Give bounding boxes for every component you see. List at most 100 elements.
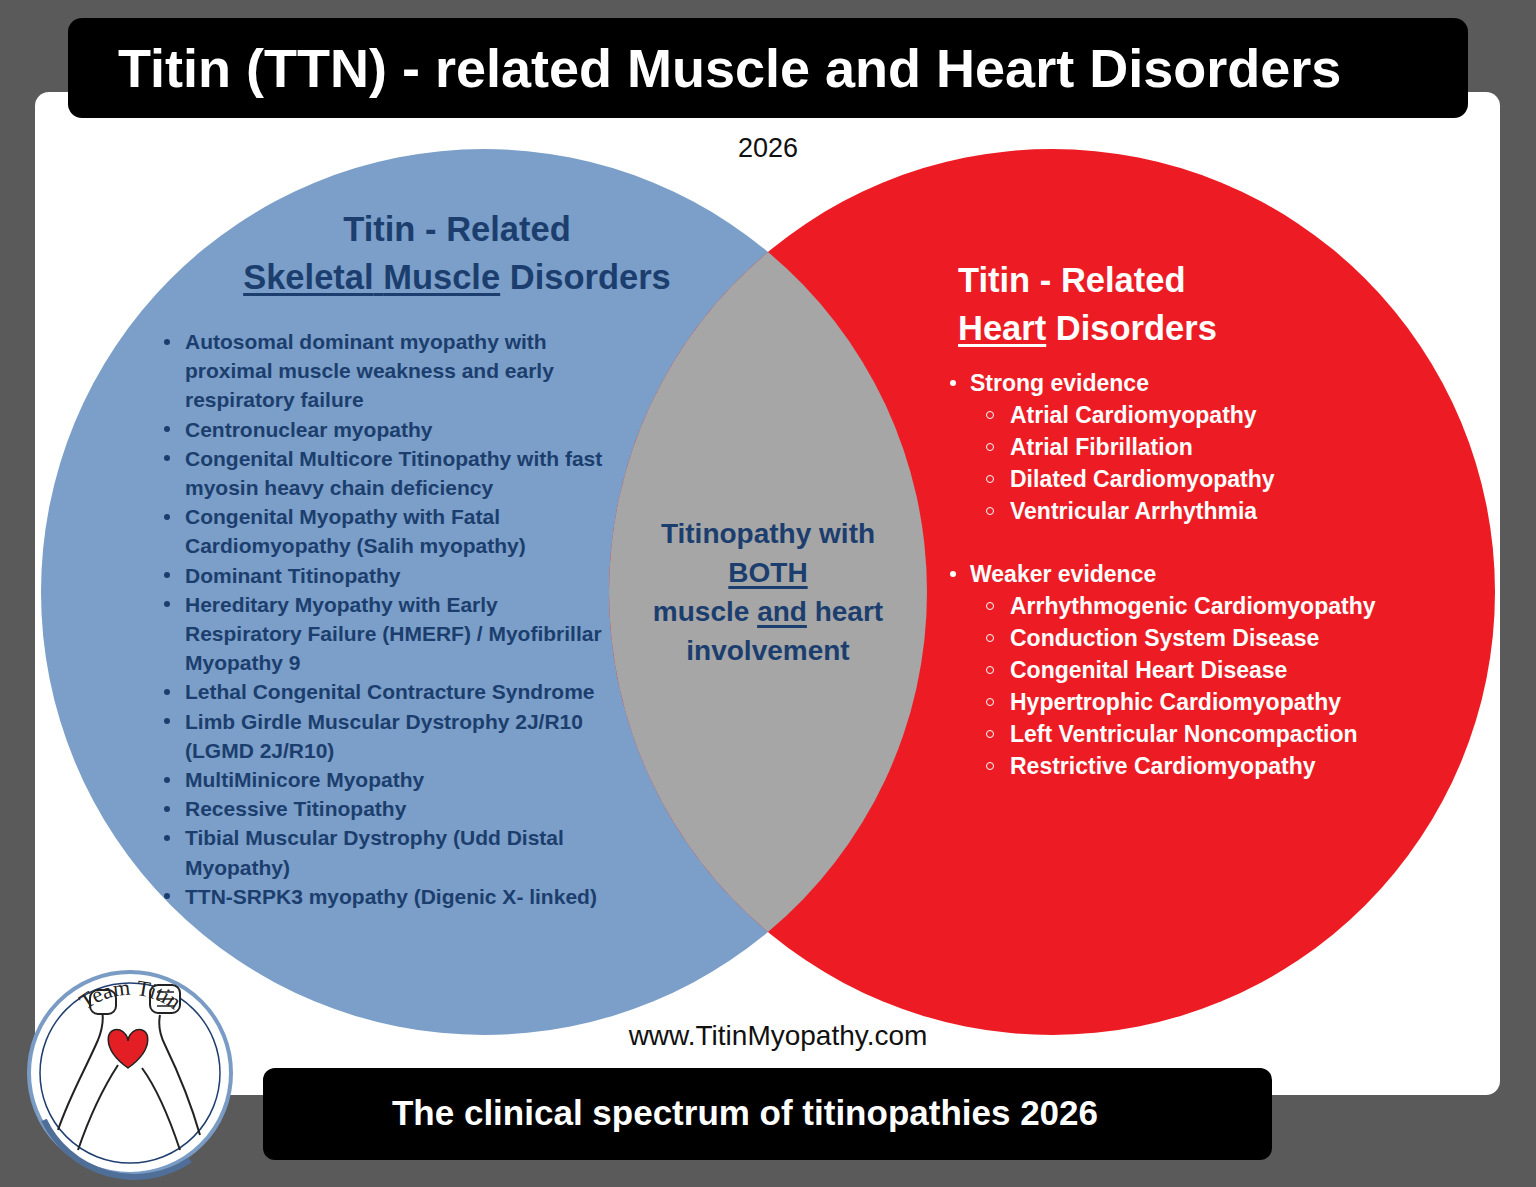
title-text: Titin (TTN) - related Muscle and Heart D… bbox=[118, 38, 1341, 98]
list-item: Strong evidence bbox=[970, 367, 1458, 399]
bullet-dot bbox=[950, 571, 956, 577]
list-item: Ventricular Arrhythmia bbox=[1010, 495, 1458, 527]
website-label: www.TitinMyopathy.com bbox=[528, 1020, 1028, 1052]
word: Titin bbox=[343, 210, 415, 248]
list-item: Autosomal dominant myopathy with proxima… bbox=[185, 327, 617, 415]
caption-bar bbox=[263, 1068, 1272, 1160]
word: BOTH bbox=[728, 557, 807, 588]
word: muscle bbox=[653, 596, 750, 627]
word: and bbox=[757, 596, 807, 627]
list-item: Hypertrophic Cardiomyopathy bbox=[1010, 686, 1458, 718]
list-item: Restrictive Cardiomyopathy bbox=[1010, 750, 1458, 782]
bullet-dot bbox=[986, 411, 994, 419]
word: with bbox=[819, 518, 875, 549]
logo-arm bbox=[78, 1065, 118, 1150]
year-label: 2026 bbox=[668, 133, 868, 163]
venn-circle bbox=[41, 149, 927, 1035]
list-item: Hereditary Myopathy with Early Respirato… bbox=[185, 590, 617, 678]
word: - bbox=[425, 210, 437, 248]
bullet-dot bbox=[986, 666, 994, 674]
list-item: TTN-SRPK3 myopathy (Digenic X- linked) bbox=[185, 882, 617, 911]
logo-text: Team Titin bbox=[74, 974, 185, 1014]
list-item: Congenital Myopathy with Fatal Cardiomyo… bbox=[185, 502, 617, 560]
heading-text: Titin - Related Heart Disorders bbox=[958, 256, 1458, 352]
logo-arm bbox=[58, 1010, 103, 1130]
list-item: Tibial Muscular Dystrophy (Udd Distal My… bbox=[185, 823, 617, 881]
word: Related bbox=[446, 210, 571, 248]
venn-overlap bbox=[609, 252, 927, 932]
list-item: Congenital Multicore Titinopathy with fa… bbox=[185, 444, 617, 502]
word-gap bbox=[500, 258, 510, 296]
text-group: Autosomal dominant myopathy with proxima… bbox=[185, 327, 617, 911]
logo-heart bbox=[108, 1030, 148, 1068]
word: Titin bbox=[958, 261, 1030, 299]
white-panel bbox=[35, 92, 1500, 1095]
list-item: Lethal Congenital Contracture Syndrome bbox=[185, 677, 617, 706]
word-gap bbox=[807, 596, 815, 627]
list-item: Arrhythmogenic Cardiomyopathy bbox=[1010, 590, 1458, 622]
word-gap bbox=[415, 210, 425, 248]
list-item: MultiMinicore Myopathy bbox=[185, 765, 617, 794]
overlap-lens: Titinopathy with BOTH muscle and heart i… bbox=[609, 252, 927, 932]
logo-swoosh bbox=[44, 1120, 190, 1177]
node-shape-canvas bbox=[609, 252, 927, 932]
word-gap bbox=[1046, 309, 1056, 347]
bullet-dot bbox=[164, 835, 170, 841]
list-item: Limb Girdle Muscular Dystrophy 2J/R10 (L… bbox=[185, 707, 617, 765]
list-item: Centronuclear myopathy bbox=[185, 415, 617, 444]
text-group: Titinopathy with BOTH muscle and heart i… bbox=[608, 514, 928, 670]
word-gap bbox=[1030, 261, 1040, 299]
list-item: Atrial Fibrillation bbox=[1010, 431, 1458, 463]
heading-text: Titinopathy with BOTH muscle and heart i… bbox=[608, 514, 928, 670]
bullet-dot bbox=[164, 339, 170, 345]
bullet-dot bbox=[164, 689, 170, 695]
bullet-dot bbox=[986, 762, 994, 770]
word: Muscle bbox=[383, 258, 500, 296]
word: Related bbox=[1061, 261, 1186, 299]
list-item: Dilated Cardiomyopathy bbox=[1010, 463, 1458, 495]
heading-text: Titin - Related Skeletal Muscle Disorder… bbox=[157, 205, 757, 301]
bullet-dot bbox=[164, 777, 170, 783]
logo-arm bbox=[142, 1068, 180, 1150]
word-gap bbox=[811, 518, 819, 549]
logo-label-group: Team Titin bbox=[74, 974, 185, 1014]
word-gap bbox=[1051, 261, 1061, 299]
list-item: Recessive Titinopathy bbox=[185, 794, 617, 823]
list-item: Weaker evidence bbox=[970, 558, 1458, 590]
word: heart bbox=[815, 596, 883, 627]
word: Disorders bbox=[1056, 309, 1217, 347]
word: Heart bbox=[958, 309, 1046, 347]
text-group: Titin - Related Skeletal Muscle Disorder… bbox=[157, 205, 757, 301]
word: Disorders bbox=[510, 258, 671, 296]
bullet-dot bbox=[986, 698, 994, 706]
bullet-dot bbox=[164, 806, 170, 812]
bullet-dot bbox=[986, 602, 994, 610]
text-group: Titin - Related Heart DisordersStrong ev… bbox=[958, 256, 1458, 782]
word: Titinopathy bbox=[661, 518, 811, 549]
list-item: Conduction System Disease bbox=[1010, 622, 1458, 654]
word-gap bbox=[749, 596, 757, 627]
logo-inner-ring bbox=[40, 983, 220, 1163]
word-gap bbox=[437, 210, 447, 248]
word: involvement bbox=[686, 635, 849, 666]
title-bar bbox=[68, 18, 1468, 118]
word-gap bbox=[374, 258, 384, 296]
list-item: Atrial Cardiomyopathy bbox=[1010, 399, 1458, 431]
bullet-dot bbox=[986, 507, 994, 515]
caption-text: The clinical spectrum of titinopathies 2… bbox=[263, 1090, 1227, 1136]
bullet-dot bbox=[986, 475, 994, 483]
bullet-dot bbox=[950, 380, 956, 386]
list-item: Congenital Heart Disease bbox=[1010, 654, 1458, 686]
word: Skeletal bbox=[243, 258, 373, 296]
bullet-dot bbox=[986, 634, 994, 642]
list-item: Dominant Titinopathy bbox=[185, 561, 617, 590]
bullet-dot bbox=[164, 514, 170, 520]
logo-arm bbox=[159, 1015, 200, 1135]
word: - bbox=[1040, 261, 1052, 299]
venn-circle bbox=[609, 149, 1495, 1035]
logo-text-frame: Team Titin bbox=[74, 974, 185, 1014]
bullet-dot bbox=[986, 443, 994, 451]
bullet-dot bbox=[986, 730, 994, 738]
